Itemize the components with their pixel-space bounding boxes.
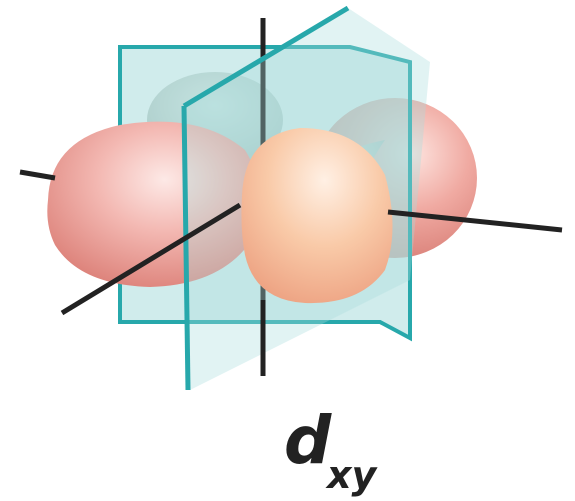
orbital-letter: d bbox=[284, 408, 331, 474]
orbital-label: d xy bbox=[284, 408, 424, 498]
orbital-subscript: xy bbox=[327, 456, 376, 494]
x-axis-left bbox=[20, 172, 55, 178]
lobe-front bbox=[241, 128, 392, 303]
